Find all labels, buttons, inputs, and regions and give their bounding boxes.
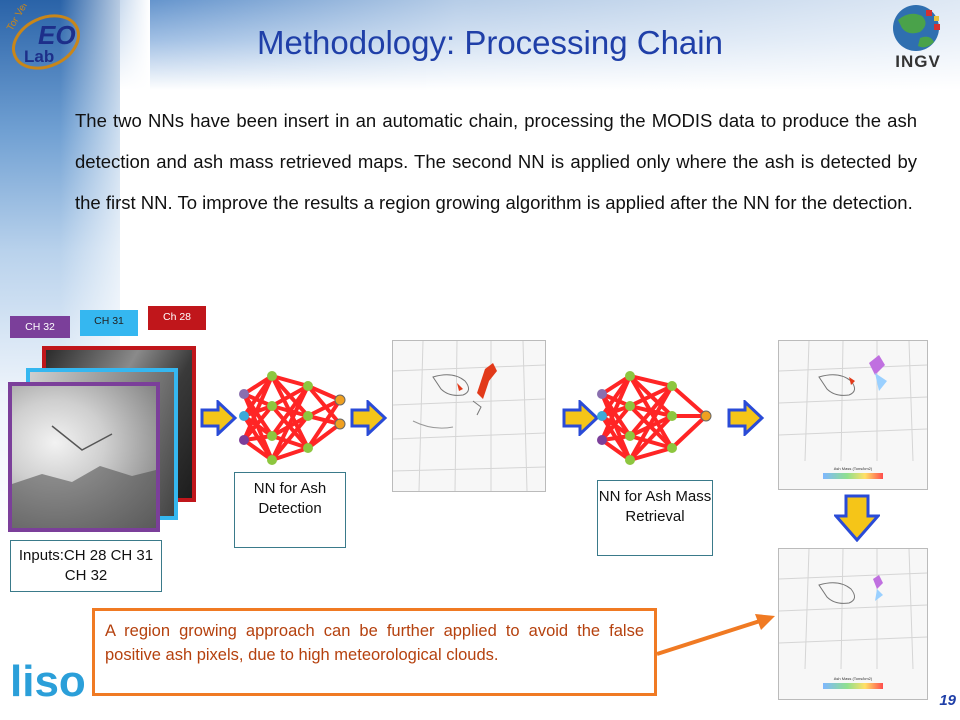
slide-title: Methodology: Processing Chain <box>257 24 723 61</box>
region-growing-note: A region growing approach can be further… <box>92 608 657 696</box>
arrow-right-icon <box>200 400 238 436</box>
arrow-right-icon <box>562 400 600 436</box>
logo-text-eo: EO <box>38 20 76 50</box>
inputs-label: Inputs:CH 28 CH 31 CH 32 <box>10 540 162 592</box>
logo-text-lab: Lab <box>24 47 54 66</box>
legend-caption-2: Ash Mass (Tons/km2) <box>834 676 873 681</box>
channel-tag-ch28: Ch 28 <box>148 306 206 330</box>
liso-logo-text: liso <box>10 657 86 706</box>
arrow-down-icon <box>834 494 880 542</box>
eo-lab-logo: Tor Vergata EO Lab <box>5 4 80 70</box>
channel-tag-ch32: CH 32 <box>10 316 70 338</box>
nn-detection-diagram <box>239 371 346 465</box>
arrow-right-icon <box>350 400 388 436</box>
ingv-logo-label: INGV <box>895 52 941 71</box>
legend-caption-1: Ash Mass (Tons/km2) <box>834 466 873 471</box>
intro-paragraph: The two NNs have been insert in an autom… <box>75 110 917 213</box>
region-growing-map: Ash Mass (Tons/km2) <box>778 548 928 700</box>
page-number: 19 <box>939 692 956 709</box>
ash-mass-map: Ash Mass (Tons/km2) <box>778 340 928 490</box>
channel-tag-ch31: CH 31 <box>80 310 138 336</box>
nn-mass-label: NN for Ash Mass Retrieval <box>597 480 713 556</box>
pointer-arrow-icon <box>656 614 775 656</box>
nn-mass-diagram <box>597 371 712 465</box>
ingv-globe-logo <box>893 5 940 51</box>
satellite-image-ch32 <box>8 382 160 532</box>
liso-logo: liso <box>10 657 86 706</box>
header-background-fade <box>120 0 960 90</box>
arrow-right-icon <box>727 400 765 436</box>
nn-detection-label: NN for Ash Detection <box>234 472 346 548</box>
ash-detection-map <box>392 340 546 492</box>
